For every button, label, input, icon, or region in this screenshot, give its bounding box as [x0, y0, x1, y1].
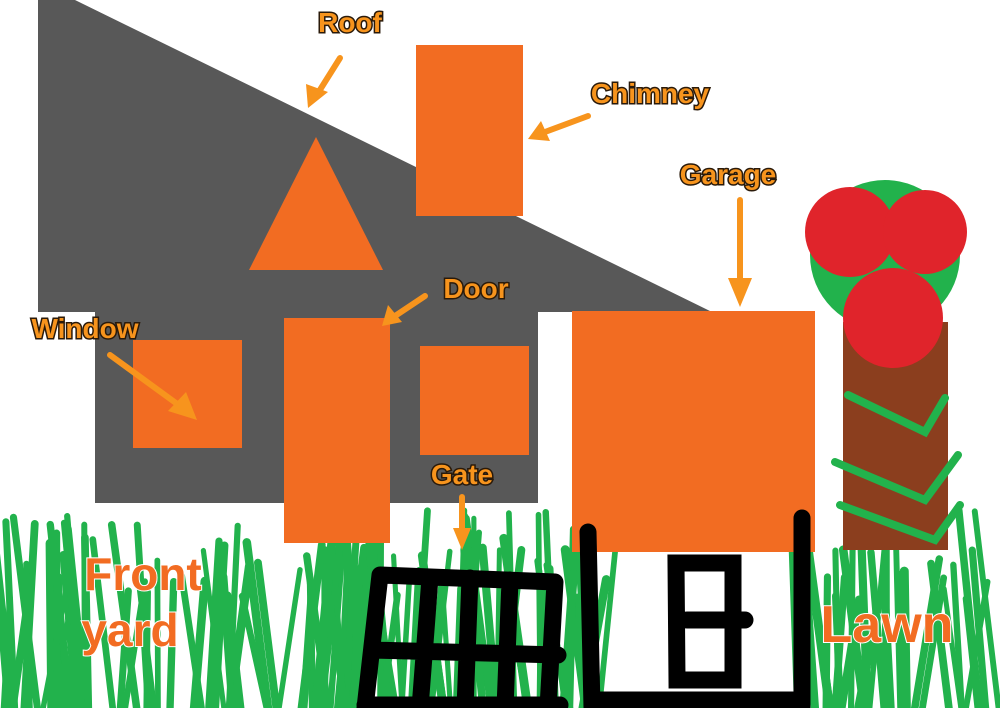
grass-blade: [46, 520, 75, 708]
grass-blade: [971, 508, 1000, 708]
grass-blade: [857, 543, 872, 708]
grass-blade: [596, 542, 619, 708]
door-arrow-icon: [382, 293, 428, 326]
grass-blade: [0, 574, 11, 708]
label-garage: Garage: [680, 159, 777, 190]
grass-blade: [40, 578, 71, 708]
grass-blade: [337, 516, 353, 708]
grass-blade: [81, 533, 93, 708]
grass-blade: [2, 518, 19, 708]
grass-blade: [254, 558, 281, 708]
chimney-arrow-icon: [528, 113, 591, 141]
grass-blade: [438, 572, 454, 708]
grass-blade: [350, 565, 363, 708]
grass-blade: [45, 538, 57, 708]
grass-blade: [63, 524, 91, 708]
grass-blade: [426, 570, 445, 708]
grass-blade: [962, 595, 980, 708]
grass-blade: [143, 588, 151, 708]
grass-blade: [892, 516, 904, 708]
right-window: [420, 346, 529, 455]
grass-blade: [896, 570, 911, 708]
roof-arrow-icon: [306, 55, 343, 108]
grass-blade: [116, 587, 132, 708]
door: [284, 318, 390, 543]
grass-blade: [950, 561, 965, 708]
chimney: [416, 45, 523, 216]
roof-triangle-window: [249, 137, 383, 270]
grass-blade: [941, 586, 964, 708]
grass-blade: [879, 566, 895, 708]
grass-blade: [311, 533, 337, 708]
grass-blade: [837, 595, 864, 708]
grass-blade: [189, 576, 210, 708]
gate: [356, 566, 569, 708]
grass-blade: [89, 536, 117, 708]
label-door: Door: [443, 273, 508, 304]
label-window: Window: [31, 313, 138, 344]
grass-blade: [205, 537, 223, 708]
grass-blade: [559, 569, 578, 708]
gate-arrow-icon: [453, 494, 471, 550]
grass-blade: [154, 557, 161, 708]
label-chimney: Chimney: [591, 78, 710, 109]
label-front-yard-line2: yard: [81, 604, 178, 656]
tree: [805, 180, 967, 550]
label-front-yard-line1: Front: [84, 548, 202, 600]
garage: [572, 311, 815, 552]
garage-arrow-icon: [728, 197, 752, 307]
grass-blade: [60, 519, 85, 708]
grass-blade: [822, 573, 832, 708]
garage-frame: [579, 509, 811, 708]
label-gate: Gate: [431, 459, 493, 490]
label-roof: Roof: [318, 7, 382, 38]
grass-blade: [831, 592, 844, 708]
window-arrow-icon: [107, 352, 197, 420]
grass-blade: [276, 567, 303, 708]
label-lawn: Lawn: [821, 596, 954, 654]
grass-blade: [927, 559, 953, 708]
grass-blade: [303, 552, 332, 708]
grass-blade: [166, 577, 178, 708]
grass-blade: [560, 545, 591, 708]
grass-blade: [535, 511, 544, 708]
grass-blade: [225, 522, 241, 708]
window: [133, 340, 242, 448]
grass-blade: [341, 527, 361, 708]
grass-blade: [919, 574, 948, 708]
